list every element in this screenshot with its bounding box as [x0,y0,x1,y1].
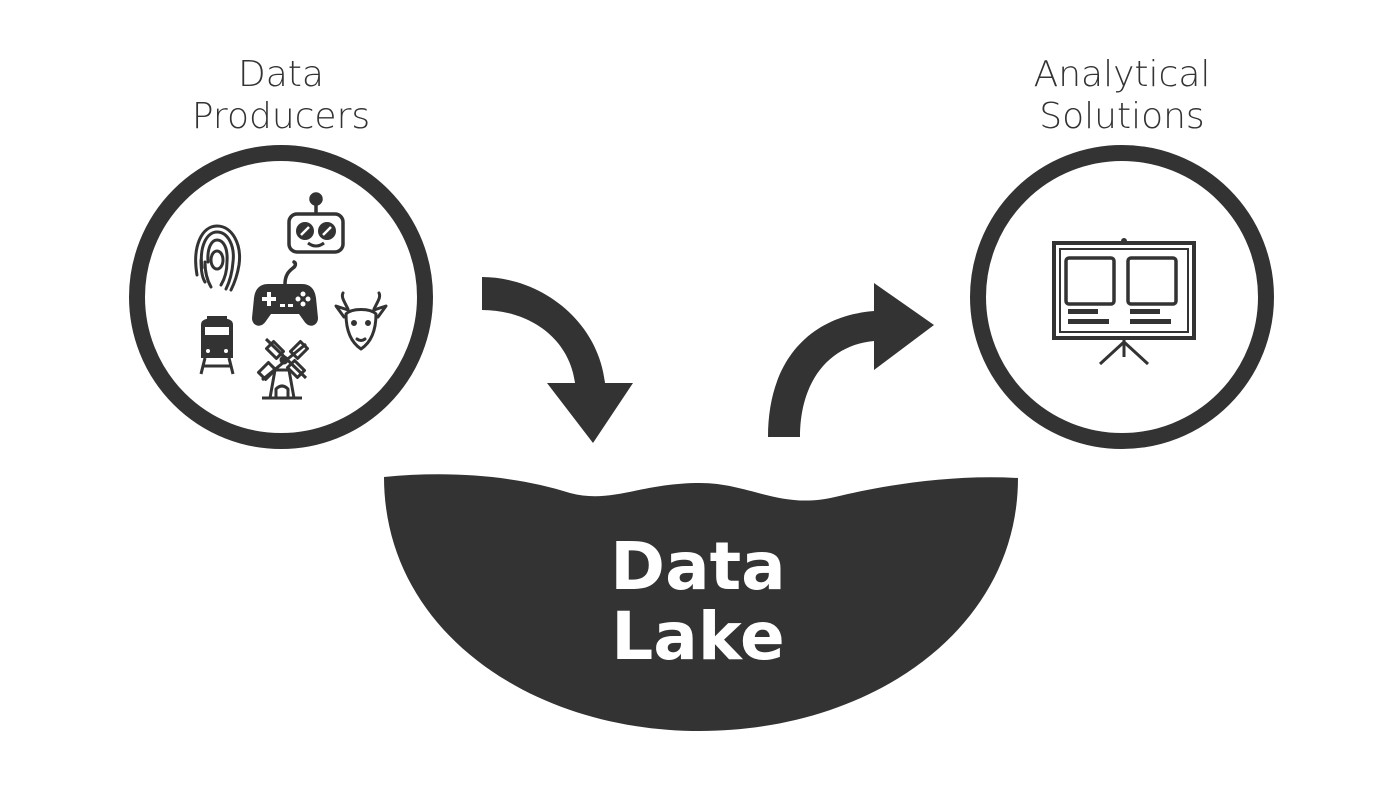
solutions-title-line1: Analytical [1034,54,1211,95]
arrow-into-lake [482,277,633,443]
producers-title-line1: Data [238,54,324,95]
producers-circle [129,145,433,449]
producers-title-line2: Producers [192,96,370,137]
data-lake-shape [384,474,1018,731]
lake-label-line2: Lake [611,598,784,675]
solutions-title-line2: Solutions [1039,96,1204,137]
train-icon [199,316,235,375]
windmill-icon [257,337,309,400]
fingerprint-icon [194,224,242,292]
gamepad-icon [252,260,318,326]
lake-label-line1: Data [610,528,785,605]
arrow-out-of-lake [768,283,934,437]
dashboard-board-icon [1052,238,1196,366]
goat-icon [334,291,388,351]
robot-icon [287,192,345,254]
solutions-circle [970,145,1274,449]
